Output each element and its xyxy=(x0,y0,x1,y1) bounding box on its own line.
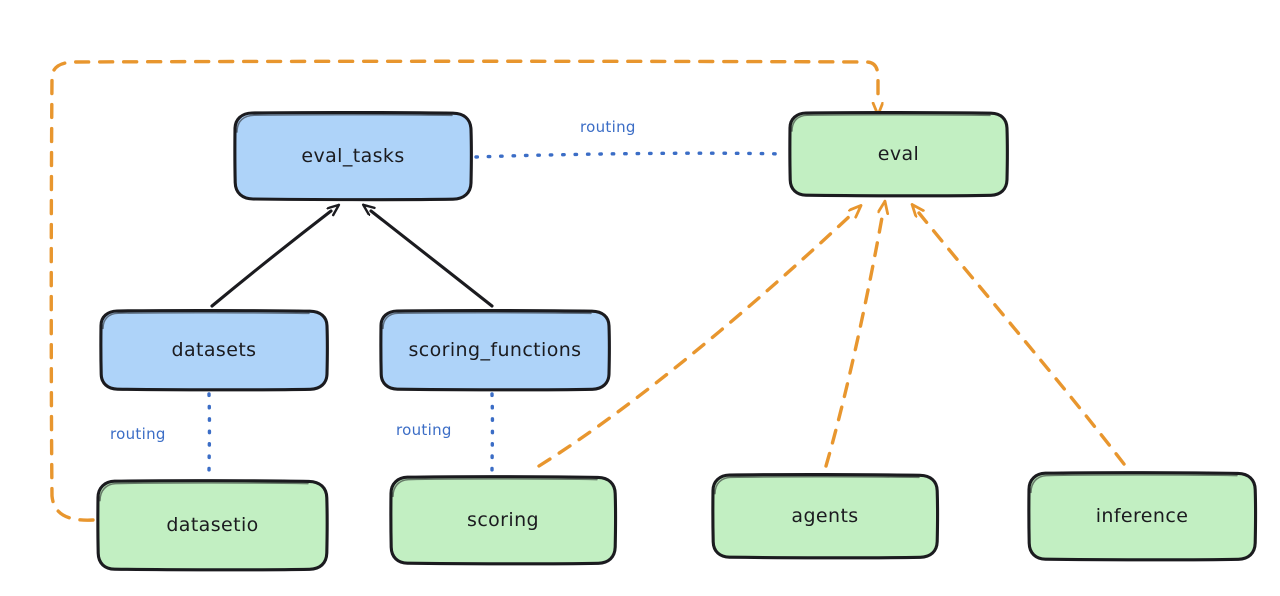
node-datasetio[interactable]: datasetio xyxy=(95,478,330,572)
edge-datasetio-eval xyxy=(49,59,878,522)
edge-scoring_functions-eval_tasks xyxy=(371,211,494,308)
node-datasets-shape xyxy=(99,308,329,392)
node-scoring[interactable]: scoring xyxy=(388,474,618,566)
node-eval[interactable]: eval xyxy=(787,110,1010,198)
node-scoring_functions[interactable]: scoring_functions xyxy=(378,308,612,392)
node-scoring-shape xyxy=(389,475,618,566)
node-scoring_functions-shape xyxy=(379,308,611,392)
node-inference-shape xyxy=(1027,471,1258,562)
node-agents-shape xyxy=(711,473,940,560)
node-inference[interactable]: inference xyxy=(1026,470,1258,562)
node-eval_tasks[interactable]: eval_tasks xyxy=(232,110,474,202)
edge-datasets-eval_tasks xyxy=(210,211,331,308)
node-agents[interactable]: agents xyxy=(710,472,940,560)
edge-agents-eval xyxy=(824,212,883,468)
node-eval_tasks-shape xyxy=(233,110,473,202)
edge-scoring-eval xyxy=(537,213,853,468)
node-datasetio-shape xyxy=(96,479,329,572)
node-eval-shape xyxy=(788,110,1009,198)
edge-eval_tasks-eval xyxy=(474,151,787,159)
node-datasets[interactable]: datasets xyxy=(98,308,330,392)
